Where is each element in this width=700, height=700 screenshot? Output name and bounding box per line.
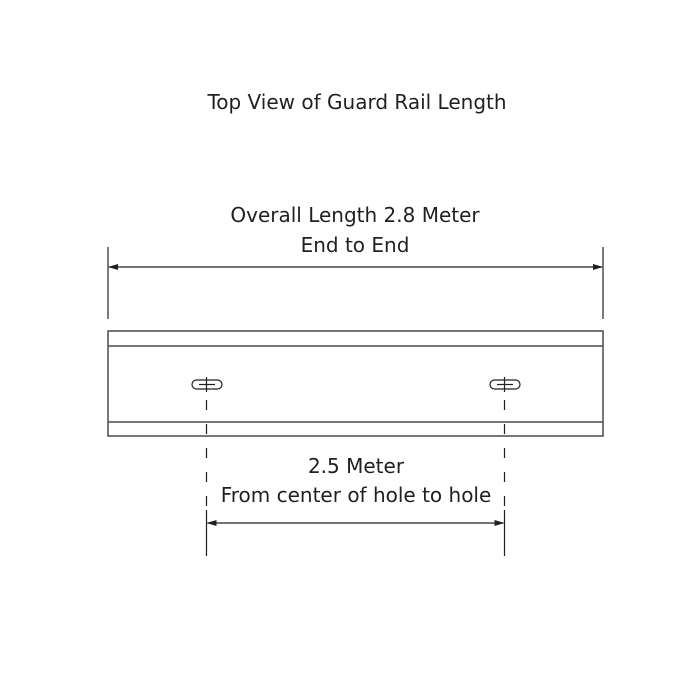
right-slot-hole bbox=[489, 377, 521, 392]
overall-length-label: Overall Length 2.8 Meter bbox=[230, 203, 480, 227]
hole-spacing-sublabel: From center of hole to hole bbox=[221, 483, 492, 507]
diagram-title: Top View of Guard Rail Length bbox=[206, 90, 506, 114]
overall-length-sublabel: End to End bbox=[301, 233, 410, 257]
left-slot-hole bbox=[191, 377, 223, 392]
hole-spacing-label: 2.5 Meter bbox=[308, 454, 405, 478]
